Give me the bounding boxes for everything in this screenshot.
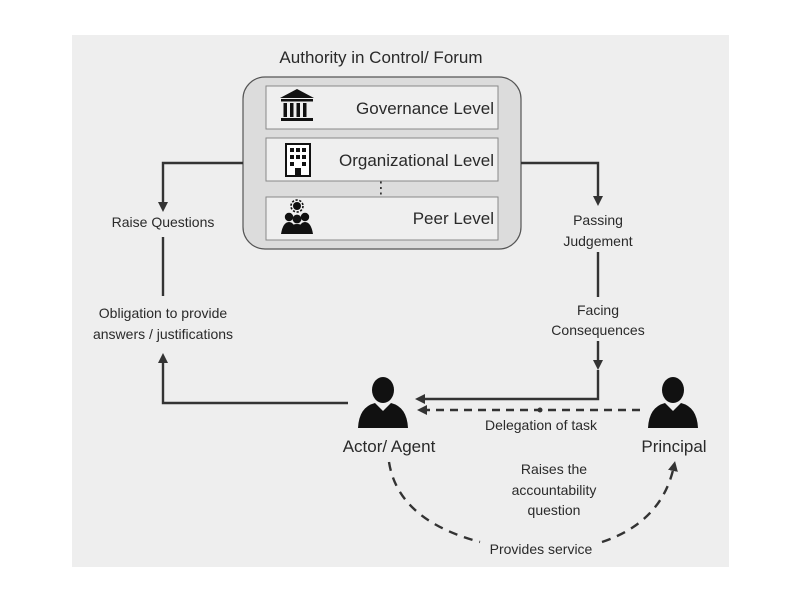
organizational-level: Organizational Level <box>265 137 499 182</box>
raises-question-label-line3: question <box>528 502 581 518</box>
governance-level: Governance Level <box>265 85 499 130</box>
consequences-to-actor-arrow <box>415 370 600 404</box>
principal-person-icon <box>648 377 698 428</box>
passing-judgement-arrow <box>521 161 603 206</box>
passing-judgement-label-line2: Judgement <box>563 233 632 249</box>
bank-building-icon <box>280 89 314 121</box>
delegation-dot <box>537 407 543 413</box>
agent-person-icon <box>358 377 408 428</box>
provides-service-label: Provides service <box>490 541 593 557</box>
levels-ellipsis: ⋮ <box>373 180 389 197</box>
obligation-label-line1: Obligation to provide <box>99 305 228 321</box>
raises-question-label-line2: accountability <box>512 482 597 498</box>
delegation-label: Delegation of task <box>485 417 598 433</box>
raise-questions-arrow <box>158 161 243 212</box>
peer-level: Peer Level <box>265 196 499 241</box>
facing-consequences-label-line2: Consequences <box>551 322 644 338</box>
raise-questions-label: Raise Questions <box>112 214 215 230</box>
agent-label: Actor/ Agent <box>343 437 436 456</box>
peer-level-label: Peer Level <box>413 209 494 228</box>
raises-question-label-line1: Raises the <box>521 461 587 477</box>
principal-label: Principal <box>641 437 706 456</box>
organizational-level-label: Organizational Level <box>339 151 494 170</box>
forum-title: Authority in Control/ Forum <box>279 48 482 67</box>
provides-service-arc-right <box>601 461 678 544</box>
obligation-arrow <box>158 353 348 405</box>
people-group-icon <box>281 199 313 234</box>
passing-judgement-label-line1: Passing <box>573 212 623 228</box>
obligation-label-line2: answers / justifications <box>93 326 233 342</box>
office-building-icon <box>285 143 311 177</box>
governance-level-label: Governance Level <box>356 99 494 118</box>
facing-consequences-label-line1: Facing <box>577 302 619 318</box>
